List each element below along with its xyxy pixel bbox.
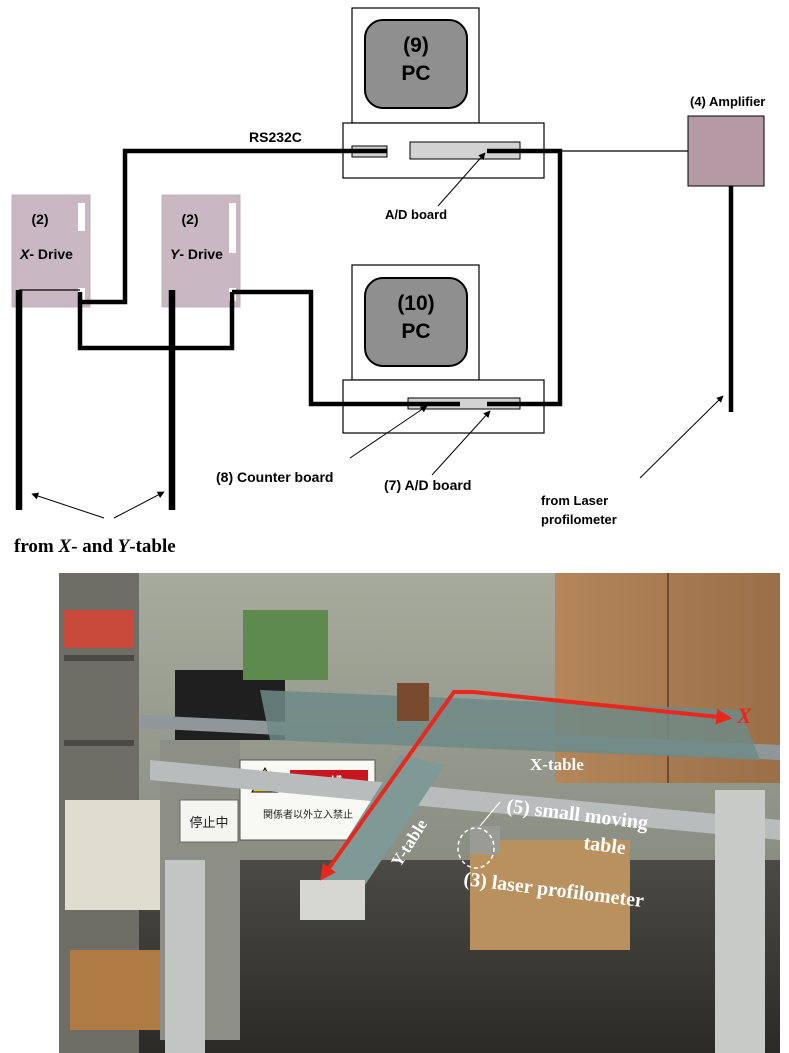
photo-y-carriage <box>300 880 365 920</box>
laser-sign-sub: 関係者以外立入禁止 <box>263 808 353 821</box>
y-drive-label: Y- Drive <box>170 246 223 262</box>
pc-10: (10) PC <box>343 265 544 433</box>
ad-board-top-label: A/D board <box>385 207 447 222</box>
stop-sign-text: 停止中 <box>189 815 228 831</box>
counter-board-label: (8) Counter board <box>216 469 333 485</box>
photo-desk-items <box>70 950 160 1030</box>
pc-9-number: (9) <box>403 34 429 57</box>
x-drive-slot <box>78 203 85 231</box>
from-laser-label-1: from Laser <box>541 493 608 508</box>
y-drive-slot <box>229 203 236 253</box>
pc-10-number: (10) <box>397 292 434 315</box>
photo-x-table-label: X-table <box>530 755 584 774</box>
rs232c-label: RS232C <box>249 129 302 145</box>
arrow-from-x-table <box>32 494 104 518</box>
arrow-from-laser <box>640 396 723 478</box>
photo-x-axis-label: X <box>736 703 753 728</box>
photo-wood-block <box>397 683 429 721</box>
connection-diagram: (9) PC (10) PC (4) Amplifier (2) X- Driv… <box>12 8 765 557</box>
photo-books <box>243 610 328 680</box>
pc-10-label: PC <box>401 320 430 343</box>
from-tables-label: from X- and Y-table <box>14 536 176 557</box>
amplifier-box <box>688 116 764 186</box>
photo-right-leg <box>715 790 765 1053</box>
cable-ad-boards <box>487 151 560 404</box>
arrow-from-y-table <box>114 492 164 518</box>
x-drive-number: (2) <box>31 211 48 227</box>
photo-red-box <box>64 610 134 648</box>
amplifier-label: (4) Amplifier <box>690 94 765 109</box>
y-drive-number: (2) <box>181 211 198 227</box>
apparatus-photo: 停止中 レーザー 関係者以外立入禁止 <box>59 573 780 1053</box>
x-drive-label: X- Drive <box>19 246 73 262</box>
from-laser-label-2: profilometer <box>541 512 617 527</box>
photo-front-leg <box>165 860 205 1053</box>
pc-9-label: PC <box>401 62 430 85</box>
ad-board-bottom-label: (7) A/D board <box>384 477 471 493</box>
photo-monitor <box>65 800 160 910</box>
